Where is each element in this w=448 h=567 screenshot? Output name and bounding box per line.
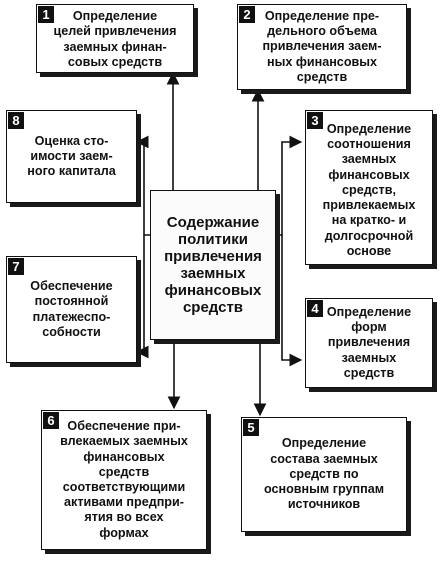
block-number-1: 1 — [38, 6, 54, 23]
block-number-2: 2 — [239, 6, 255, 23]
block-4: 4 Определение форм привлечения заемных с… — [305, 298, 433, 388]
block-text-2: Определение пре- дельного объема привлеч… — [262, 8, 382, 84]
block-number-4: 4 — [307, 300, 323, 317]
block-number-8: 8 — [8, 112, 24, 129]
block-6: 6 Обеспечение при- влекаемых заемных фин… — [41, 410, 207, 550]
center-block: Содержание политики привлечения заемных … — [150, 190, 276, 340]
block-1: 1 Определение целей привлечения заемных … — [36, 4, 194, 73]
block-text-1: Определение целей привлечения заемных фи… — [53, 9, 177, 69]
block-8: 8 Оценка сто- имости заем- ного капитала — [6, 110, 137, 203]
block-text-4: Определение форм привлечения заемных сре… — [326, 304, 412, 380]
block-text-8: Оценка сто- имости заем- ного капитала — [27, 133, 116, 179]
arrow-to-block-4 — [281, 235, 303, 367]
block-text-5: Определение состава заемных средств по о… — [263, 436, 385, 512]
block-number-7: 7 — [8, 258, 24, 275]
block-2: 2 Определение пре- дельного объема привл… — [237, 4, 407, 90]
block-3: 3 Определение соотношения заемных финанс… — [305, 110, 433, 265]
block-number-6: 6 — [43, 412, 59, 429]
block-7: 7 Обеспечение постоянной платежеспо- соб… — [6, 256, 137, 363]
block-5: 5 Определение состава заемных средств по… — [241, 417, 407, 532]
block-number-5: 5 — [243, 419, 259, 436]
arrow-to-block-3 — [271, 135, 303, 236]
block-text-3: Определение соотношения заемных финансов… — [322, 122, 416, 258]
arrow-to-block-7 — [135, 235, 149, 359]
block-text-7: Обеспечение постоянной платежеспо- собно… — [30, 279, 113, 339]
block-text-6: Обеспечение при- влекаемых заемных финан… — [60, 419, 188, 540]
block-number-3: 3 — [307, 112, 323, 129]
center-text: Содержание политики привлечения заемных … — [164, 214, 262, 316]
